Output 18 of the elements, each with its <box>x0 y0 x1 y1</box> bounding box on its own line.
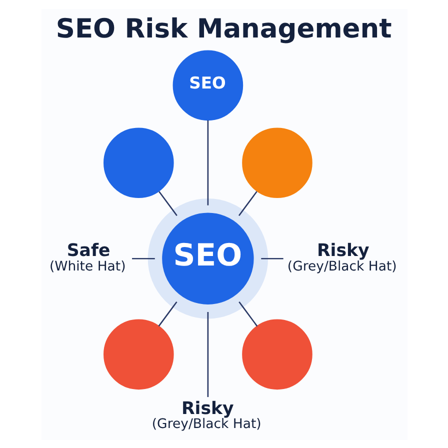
node-circle: SEO <box>147 198 268 318</box>
connector <box>206 120 208 205</box>
node-circle <box>103 318 174 390</box>
node-circle <box>103 127 174 198</box>
node-text: Safe (White Hat) <box>49 240 126 274</box>
diagram-title: SEO Risk Management <box>55 12 392 44</box>
node-circle <box>242 127 312 198</box>
connector <box>260 257 283 259</box>
node-text: Risky (Grey/Black Hat) <box>151 398 261 432</box>
connector <box>238 300 258 326</box>
connector <box>206 312 208 397</box>
connector <box>238 190 257 216</box>
connector <box>132 257 154 259</box>
node-circle: SEO <box>172 50 243 120</box>
node-circle <box>242 318 312 390</box>
connector <box>158 300 177 326</box>
connector <box>158 190 177 216</box>
node-text: Risky (Grey/Black Hat) <box>286 240 396 274</box>
